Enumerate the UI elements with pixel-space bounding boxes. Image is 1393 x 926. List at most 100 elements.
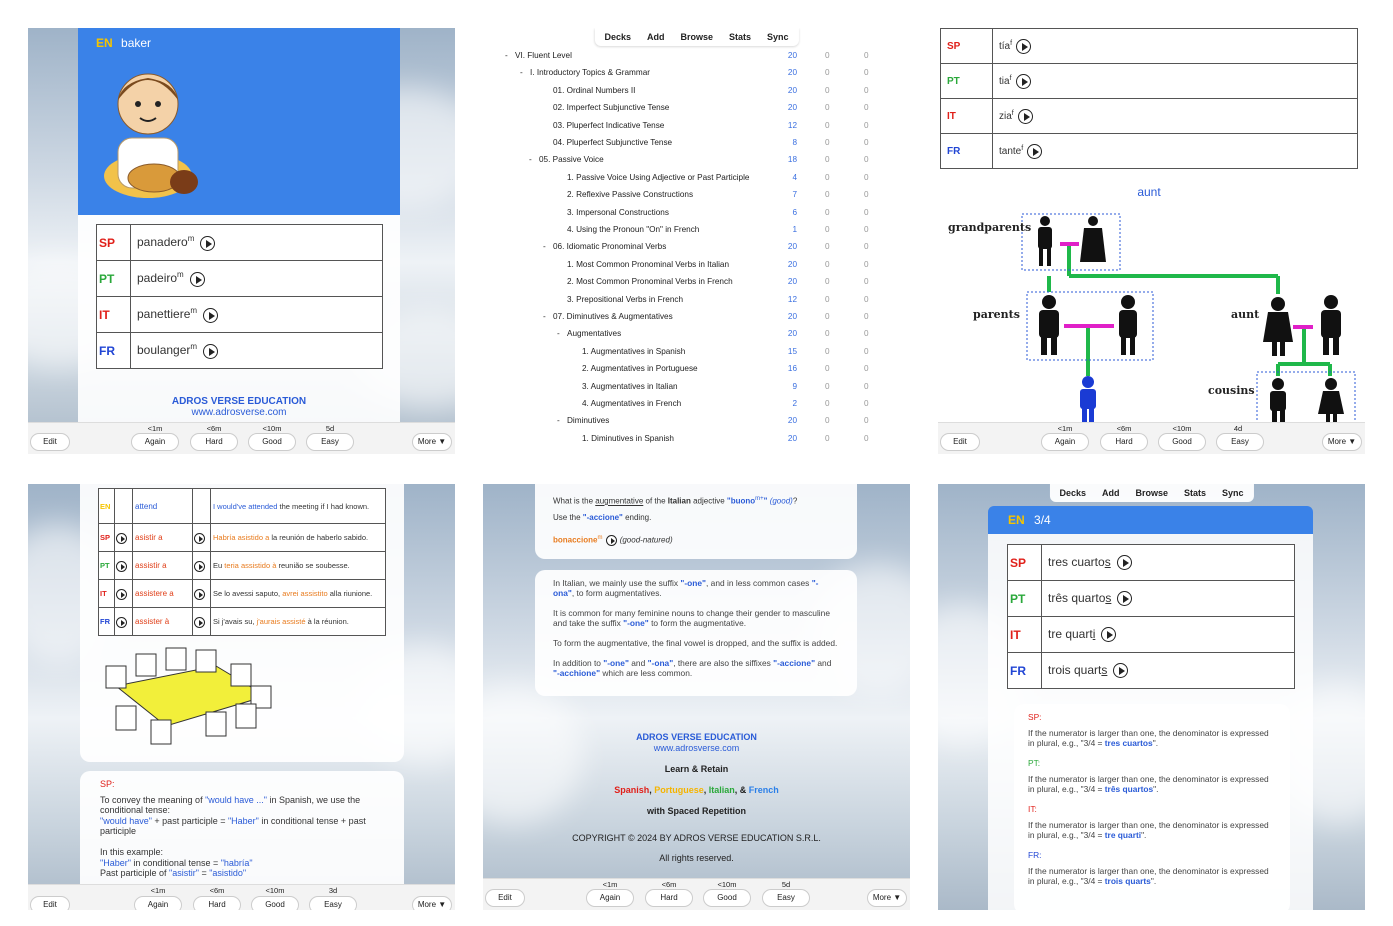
good-button[interactable]: Good <box>251 896 299 910</box>
deck-row[interactable]: 03. Pluperfect Indicative Tense 12 0 0 <box>483 118 910 135</box>
deck-row[interactable]: 02. Imperfect Subjunctive Tense 20 0 0 <box>483 100 910 117</box>
edit-button[interactable]: Edit <box>485 889 525 907</box>
deck-row[interactable]: 2. Most Common Pronominal Verbs in Frenc… <box>483 274 910 291</box>
nav-decks[interactable]: Decks <box>1059 488 1086 498</box>
audio-play-icon[interactable] <box>1015 73 1031 89</box>
deck-row[interactable]: - 05. Passive Voice 18 0 0 <box>483 152 910 169</box>
audio-play-icon[interactable] <box>116 560 127 572</box>
easy-button[interactable]: Easy <box>306 433 354 451</box>
audio-play-icon[interactable] <box>606 534 618 546</box>
edit-button[interactable]: Edit <box>30 896 70 910</box>
easy-button[interactable]: Easy <box>1216 433 1264 451</box>
deck-row[interactable]: 1. Most Common Pronominal Verbs in Itali… <box>483 257 910 274</box>
audio-play-icon[interactable] <box>1117 591 1133 607</box>
again-button[interactable]: Again <box>1041 433 1089 451</box>
more-button[interactable]: More ▼ <box>412 433 452 451</box>
deck-row[interactable]: 3. Prepositional Verbs in French 12 0 0 <box>483 292 910 309</box>
audio-play-icon[interactable] <box>1016 38 1032 54</box>
deck-name[interactable]: Diminutives <box>567 416 610 426</box>
hard-button[interactable]: Hard <box>190 433 238 451</box>
more-button[interactable]: More ▼ <box>867 889 907 907</box>
edit-button[interactable]: Edit <box>940 433 980 451</box>
more-button[interactable]: More ▼ <box>412 896 452 910</box>
deck-name[interactable]: 06. Idiomatic Pronominal Verbs <box>553 242 667 252</box>
brand-url[interactable]: www.adrosverse.com <box>653 743 740 753</box>
deck-name[interactable]: 07. Diminutives & Augmentatives <box>553 312 673 321</box>
collapse-toggle[interactable]: - <box>529 155 532 165</box>
good-button[interactable]: Good <box>1158 433 1206 451</box>
audio-play-icon[interactable] <box>200 235 216 251</box>
deck-name[interactable]: 2. Reflexive Passive Constructions <box>567 190 694 200</box>
collapse-toggle[interactable]: - <box>557 329 560 339</box>
audio-play-icon[interactable] <box>203 307 219 323</box>
deck-name[interactable]: 4. Augmentatives in French <box>582 399 682 408</box>
deck-name[interactable]: 2. Most Common Pronominal Verbs in Frenc… <box>567 277 733 287</box>
nav-add[interactable]: Add <box>1101 488 1120 498</box>
deck-row[interactable]: 1. Passive Voice Using Adjective or Past… <box>483 170 910 187</box>
audio-play-icon[interactable] <box>116 532 127 544</box>
deck-row[interactable]: 3. Impersonal Constructions 6 0 0 <box>483 205 910 222</box>
audio-play-icon[interactable] <box>116 616 127 628</box>
deck-name[interactable]: 02. Imperfect Subjunctive Tense <box>553 103 670 113</box>
nav-browse[interactable]: Browse <box>1135 488 1169 498</box>
nav-sync[interactable]: Sync <box>767 32 789 42</box>
deck-name[interactable]: 1. Augmentatives in Spanish <box>582 346 686 356</box>
deck-name[interactable]: 04. Pluperfect Subjunctive Tense <box>553 138 673 147</box>
deck-name[interactable]: 01. Ordinal Numbers II <box>553 85 636 95</box>
nav-sync[interactable]: Sync <box>1222 488 1244 498</box>
easy-button[interactable]: Easy <box>309 896 357 910</box>
deck-row[interactable]: 3. Augmentatives in Italian 9 0 0 <box>483 379 910 396</box>
audio-play-icon[interactable] <box>194 532 205 544</box>
audio-play-icon[interactable] <box>194 560 205 572</box>
deck-row[interactable]: - 06. Idiomatic Pronominal Verbs 20 0 0 <box>483 239 910 256</box>
more-button[interactable]: More ▼ <box>1322 433 1362 451</box>
nav-browse[interactable]: Browse <box>680 32 714 42</box>
good-button[interactable]: Good <box>248 433 296 451</box>
collapse-toggle[interactable]: - <box>505 51 508 60</box>
audio-play-icon[interactable] <box>1017 108 1033 124</box>
deck-name[interactable]: 05. Passive Voice <box>539 155 604 165</box>
nav-add[interactable]: Add <box>646 32 665 42</box>
collapse-toggle[interactable]: - <box>557 416 560 426</box>
deck-row[interactable]: 01. Ordinal Numbers II 20 0 0 <box>483 83 910 100</box>
deck-row[interactable]: - Augmentatives 20 0 0 <box>483 326 910 343</box>
deck-name[interactable]: 4. Using the Pronoun "On" in French <box>567 225 700 234</box>
deck-name[interactable]: 3. Prepositional Verbs in French <box>567 294 684 304</box>
deck-name[interactable]: 3. Impersonal Constructions <box>567 207 669 217</box>
deck-name[interactable]: 1. Passive Voice Using Adjective or Past… <box>567 172 750 182</box>
deck-row[interactable]: 04. Pluperfect Subjunctive Tense 8 0 0 <box>483 135 910 152</box>
audio-play-icon[interactable] <box>1027 143 1043 159</box>
deck-name[interactable]: VI. Fluent Level <box>515 51 572 60</box>
deck-name[interactable]: 03. Pluperfect Indicative Tense <box>553 120 665 130</box>
again-button[interactable]: Again <box>134 896 182 910</box>
deck-row[interactable]: 2. Augmentatives in Portuguese 16 0 0 <box>483 361 910 378</box>
audio-play-icon[interactable] <box>1113 663 1129 679</box>
deck-row[interactable]: 4. Augmentatives in French 2 0 0 <box>483 396 910 413</box>
deck-row[interactable]: - Diminutives 20 0 0 <box>483 413 910 430</box>
hard-button[interactable]: Hard <box>1100 433 1148 451</box>
deck-name[interactable]: Augmentatives <box>567 329 622 339</box>
nav-decks[interactable]: Decks <box>604 32 631 42</box>
deck-row[interactable]: - 07. Diminutives & Augmentatives 20 0 0 <box>483 309 910 326</box>
collapse-toggle[interactable]: - <box>543 242 546 252</box>
hard-button[interactable]: Hard <box>193 896 241 910</box>
again-button[interactable]: Again <box>131 433 179 451</box>
nav-stats[interactable]: Stats <box>729 32 752 42</box>
audio-play-icon[interactable] <box>189 271 205 287</box>
collapse-toggle[interactable]: - <box>543 312 546 321</box>
deck-row[interactable]: 1. Diminutives in Spanish 20 0 0 <box>483 431 910 448</box>
audio-play-icon[interactable] <box>1116 555 1132 571</box>
brand-url[interactable]: www.adrosverse.com <box>191 407 287 418</box>
audio-play-icon[interactable] <box>1101 627 1117 643</box>
audio-play-icon[interactable] <box>194 588 205 600</box>
deck-name[interactable]: 1. Diminutives in Spanish <box>582 433 674 443</box>
nav-stats[interactable]: Stats <box>1184 488 1207 498</box>
audio-play-icon[interactable] <box>194 616 205 628</box>
good-button[interactable]: Good <box>703 889 751 907</box>
deck-row[interactable]: 2. Reflexive Passive Constructions 7 0 0 <box>483 187 910 204</box>
edit-button[interactable]: Edit <box>30 433 70 451</box>
audio-play-icon[interactable] <box>203 343 219 359</box>
deck-name[interactable]: 1. Most Common Pronominal Verbs in Itali… <box>567 259 730 269</box>
deck-name[interactable]: 3. Augmentatives in Italian <box>582 381 678 391</box>
deck-name[interactable]: 2. Augmentatives in Portuguese <box>582 364 698 374</box>
